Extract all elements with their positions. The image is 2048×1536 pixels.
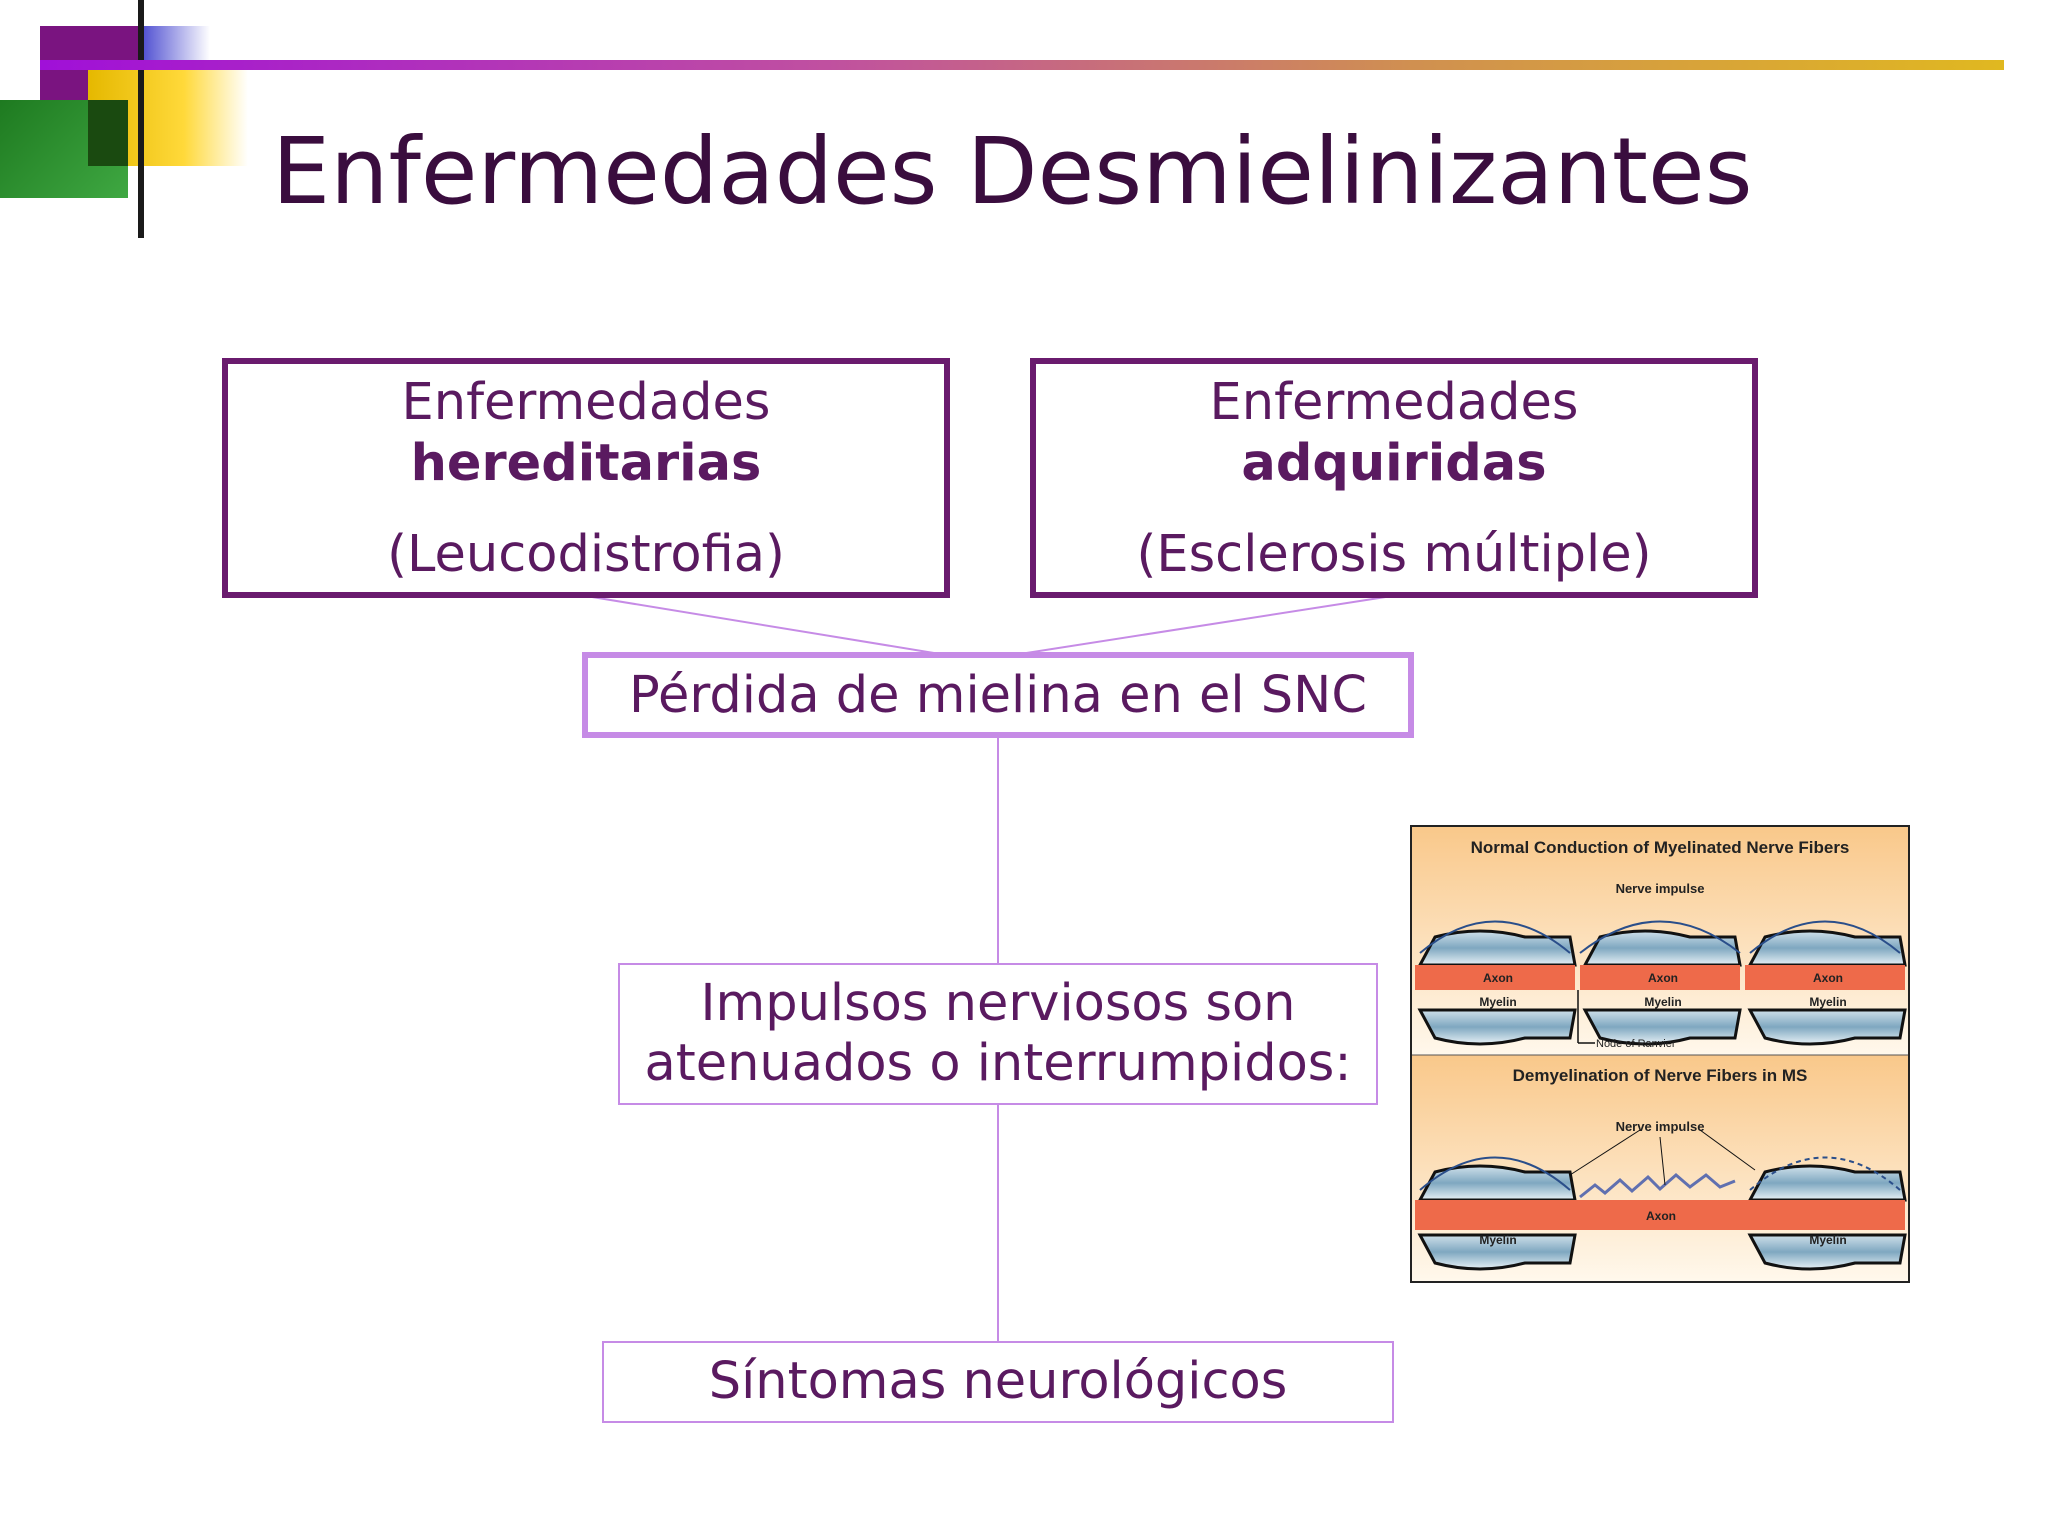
nerve-conduction-figure: Normal Conduction of Myelinated Nerve Fi… <box>1410 825 1910 1283</box>
symptoms-box: Síntomas neurológicos <box>602 1341 1394 1423</box>
normal-myelin-2: Myelin <box>1644 995 1681 1009</box>
impulses-line2: atenuados o interrumpidos: <box>644 1034 1352 1093</box>
hereditary-line2: hereditarias <box>410 433 762 493</box>
ms-title: Demyelination of Nerve Fibers in MS <box>1513 1066 1808 1085</box>
normal-segment-2: Axon Myelin <box>1580 929 1742 1046</box>
normal-axon-1: Axon <box>1483 971 1513 985</box>
normal-myelin-3: Myelin <box>1809 995 1846 1009</box>
acquired-line3: (Esclerosis múltiple) <box>1136 524 1652 584</box>
acquired-line1: Enfermedades <box>1209 372 1579 432</box>
symptoms-text: Síntomas neurológicos <box>708 1352 1288 1411</box>
hereditary-box: Enfermedades hereditarias (Leucodistrofi… <box>222 358 950 598</box>
hereditary-line1: Enfermedades <box>401 372 771 432</box>
decor-gradient-rule <box>40 60 2004 70</box>
ms-zigzag-impulse <box>1579 1173 1736 1199</box>
connector-hereditary <box>585 595 941 655</box>
ms-myelin-3: Myelin <box>1809 1233 1846 1247</box>
acquired-box: Enfermedades adquiridas (Esclerosis múlt… <box>1030 358 1758 598</box>
ms-impulse-arrow <box>1419 1156 1571 1191</box>
ms-segment-1: Myelin <box>1415 1164 1577 1271</box>
impulses-box: Impulsos nerviosos son atenuados o inter… <box>618 963 1378 1105</box>
acquired-line2: adquiridas <box>1241 433 1547 493</box>
normal-title: Normal Conduction of Myelinated Nerve Fi… <box>1471 838 1850 857</box>
normal-impulse-arrows <box>1419 920 1901 954</box>
decor-vertical-line <box>138 0 144 238</box>
ms-dashed-impulse <box>1749 1156 1901 1191</box>
decor-blue-fade <box>140 26 210 62</box>
normal-axon-3: Axon <box>1813 971 1843 985</box>
normal-axon-2: Axon <box>1648 971 1678 985</box>
ms-axon: Axon <box>1646 1209 1676 1223</box>
myelin-loss-text: Pérdida de mielina en el SNC <box>629 665 1367 725</box>
ms-nerve-impulse: Nerve impulse <box>1616 1119 1705 1134</box>
impulses-line1: Impulsos nerviosos son <box>700 974 1296 1033</box>
normal-myelin-1: Myelin <box>1479 995 1516 1009</box>
page-title: Enfermedades Desmielinizantes <box>272 118 1753 225</box>
normal-nerve-impulse: Nerve impulse <box>1616 881 1705 896</box>
hereditary-line3: (Leucodistrofia) <box>387 524 785 584</box>
decor-dark-overlap <box>88 100 128 166</box>
connector-acquired <box>1019 595 1393 655</box>
node-label: Node of Ranvier <box>1596 1038 1676 1050</box>
ms-demyelinated-axon: Axon <box>1575 1200 1747 1230</box>
normal-segment-3: Axon Myelin <box>1745 929 1907 1046</box>
normal-segment-1: Axon Myelin <box>1415 929 1577 1046</box>
ms-myelin-1: Myelin <box>1479 1233 1516 1247</box>
ms-segment-3: Myelin <box>1745 1164 1907 1271</box>
myelin-loss-box: Pérdida de mielina en el SNC <box>582 652 1414 738</box>
